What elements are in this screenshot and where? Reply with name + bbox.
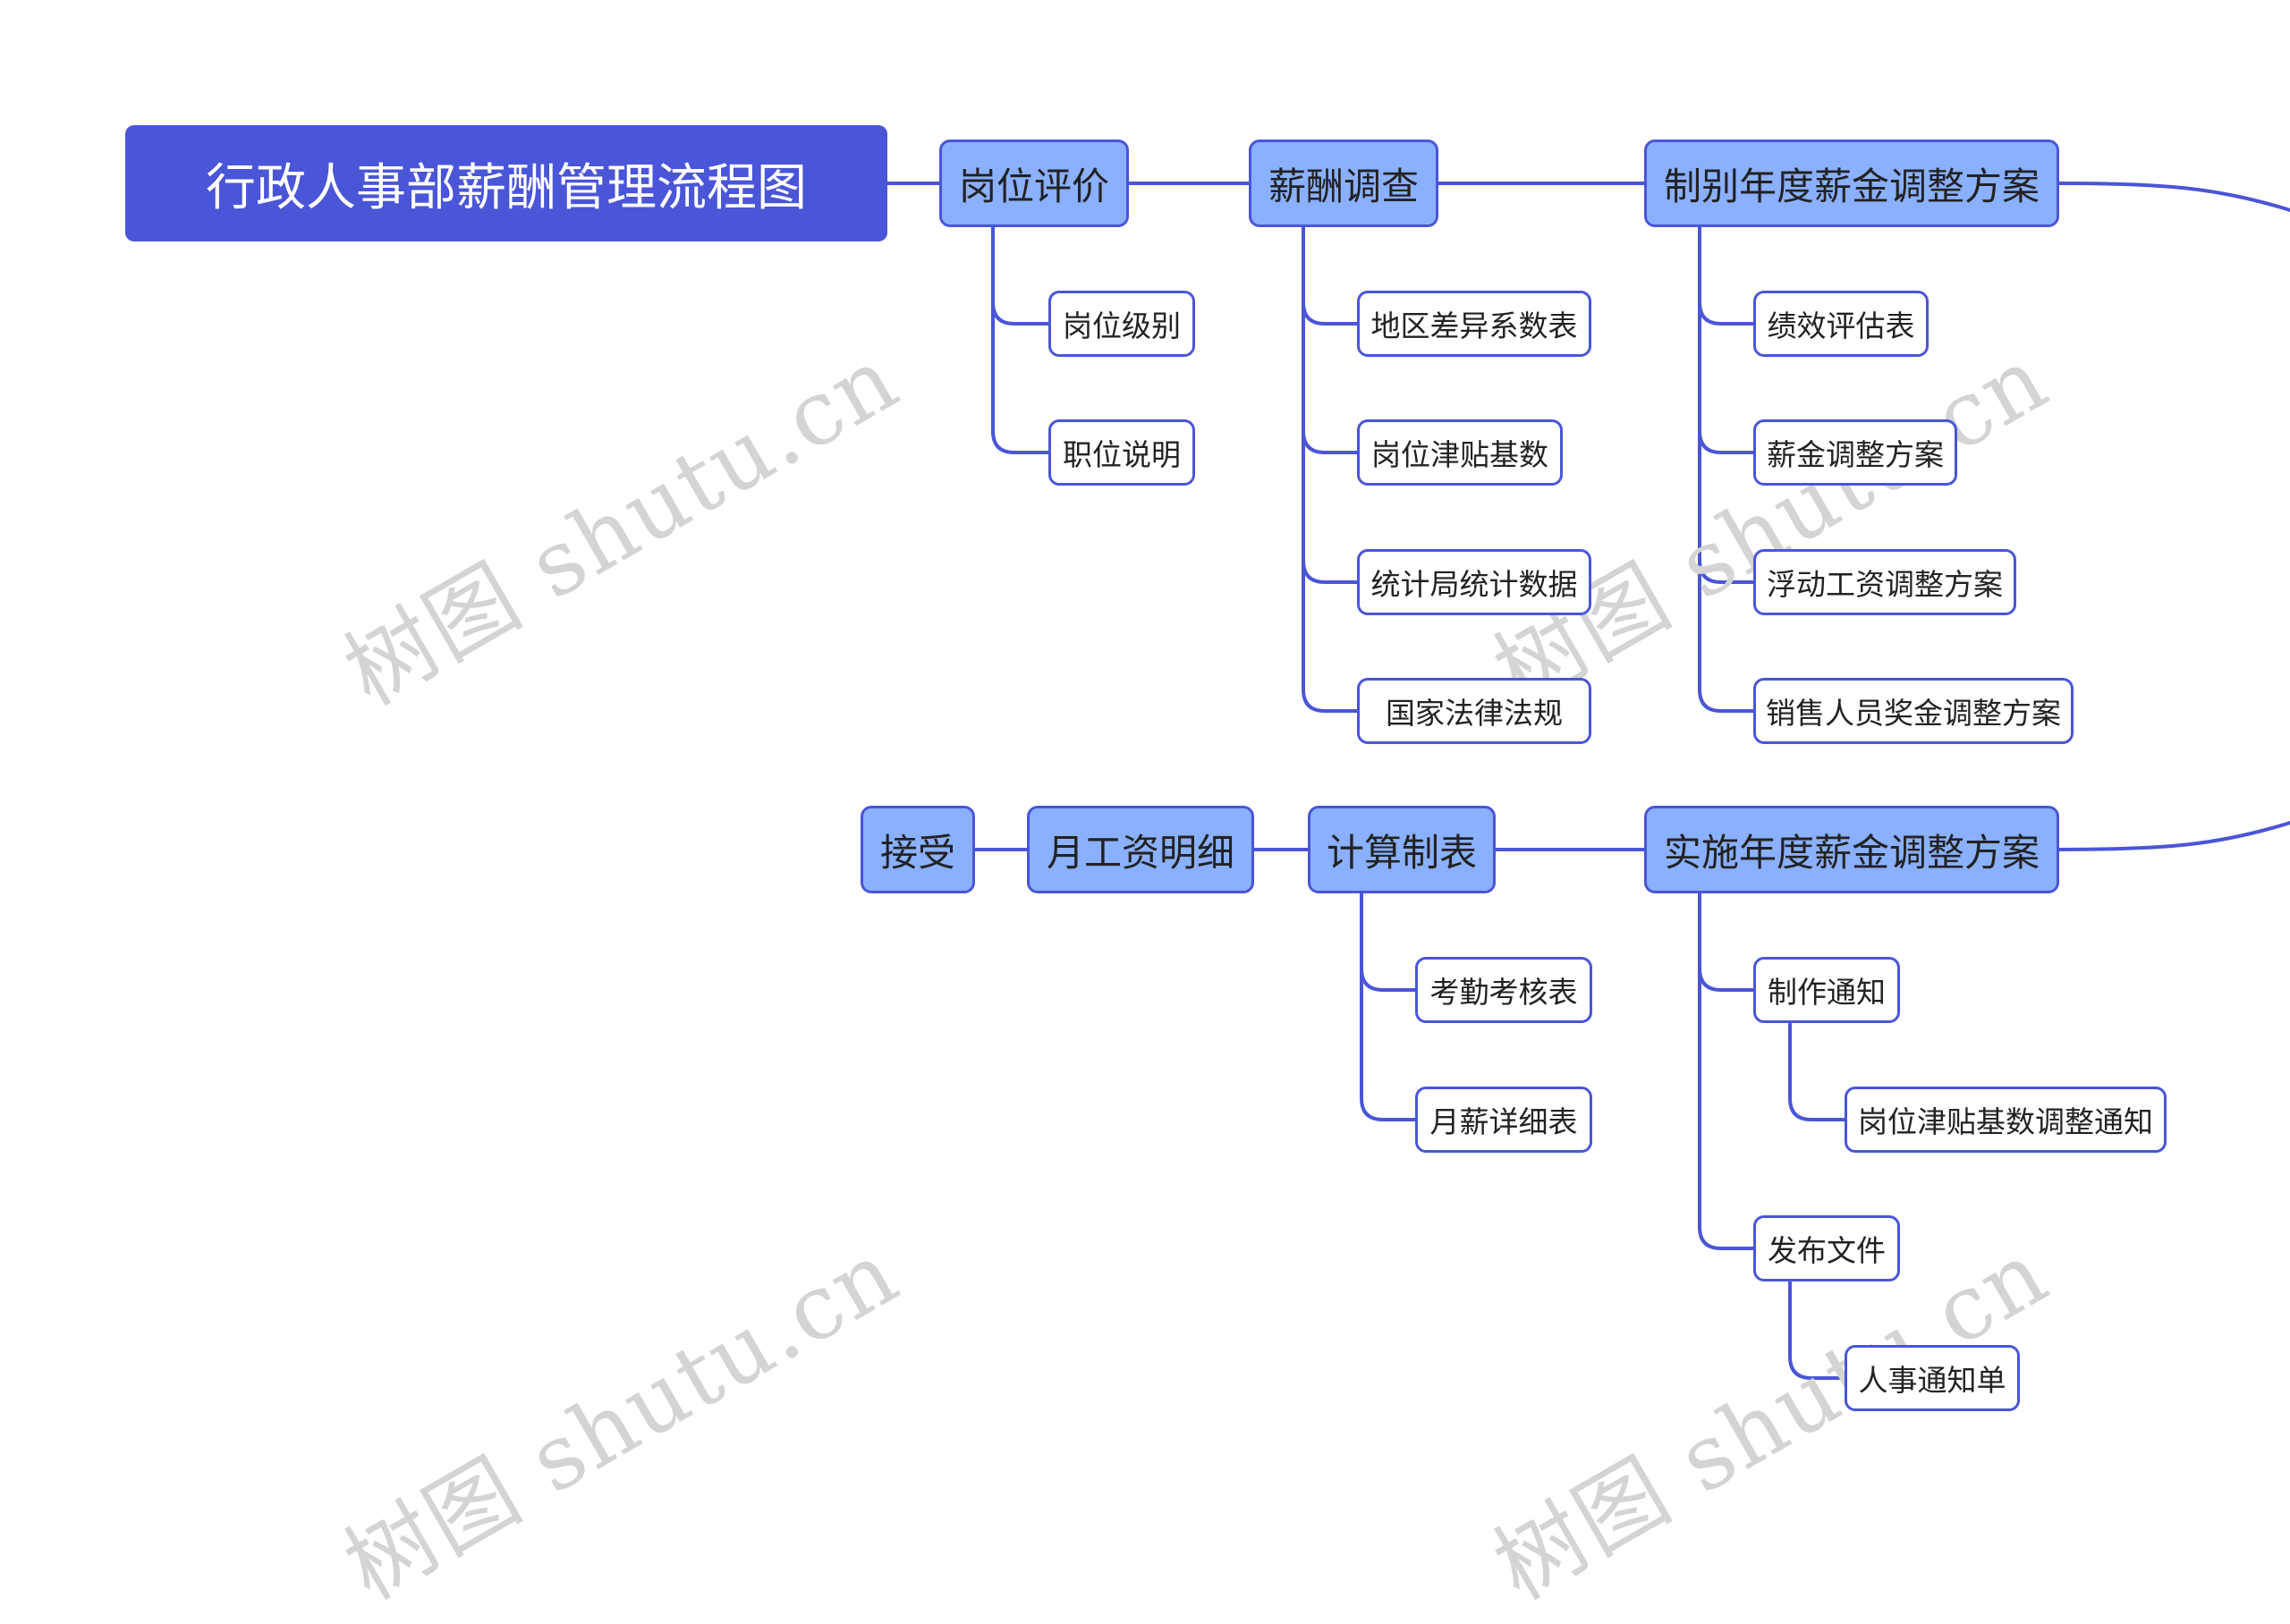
leaf-fabu-wenjian[interactable]: 发布文件: [1753, 1215, 1900, 1281]
node-jieshou[interactable]: 接受: [861, 806, 975, 893]
leaf-gangwei-jintie[interactable]: 岗位津贴基数: [1357, 419, 1563, 486]
connector: [1360, 967, 1417, 1121]
connector: [2057, 182, 2290, 212]
leaf-jintie-tiaozheng-tongzhi[interactable]: 岗位津贴基数调整通知: [1845, 1087, 2167, 1153]
node-yue-gongzi[interactable]: 月工资明细: [1027, 806, 1254, 893]
connector: [1698, 224, 1755, 326]
connector: [991, 224, 1050, 326]
connector: [1698, 559, 1755, 713]
leaf-fudong-gongzi[interactable]: 浮动工资调整方案: [1753, 549, 2016, 615]
leaf-kaoqin[interactable]: 考勤考核表: [1415, 957, 1592, 1023]
connector-lines: [886, 182, 2290, 1380]
leaf-zhizuo-tongzhi[interactable]: 制作通知: [1753, 957, 1900, 1023]
leaf-xinjin-tiaozheng[interactable]: 薪金调整方案: [1753, 419, 1957, 486]
connector: [1788, 1022, 1846, 1121]
leaf-jixiao-pinggu[interactable]: 绩效评估表: [1753, 291, 1929, 357]
connector: [991, 300, 1050, 454]
connector: [1302, 224, 1359, 326]
leaf-yuexin[interactable]: 月薪详细表: [1415, 1087, 1592, 1153]
node-jisuan-zhibiao[interactable]: 计算制表: [1308, 806, 1496, 893]
root-title-node[interactable]: 行政人事部薪酬管理流程图: [125, 125, 887, 241]
node-shishi-fangan[interactable]: 实施年度薪金调整方案: [1644, 806, 2059, 893]
node-xinchou-diaocha[interactable]: 薪酬调查: [1249, 140, 1438, 227]
connector: [1698, 890, 1755, 992]
connector: [1698, 967, 1755, 1250]
node-zhibie-fangan[interactable]: 制别年度薪金调整方案: [1644, 140, 2059, 227]
connector: [2057, 821, 2290, 851]
leaf-tongjiju[interactable]: 统计局统计数据: [1357, 549, 1591, 615]
leaf-gangwei-jibie[interactable]: 岗位级别: [1048, 291, 1195, 357]
leaf-xiaoshou-jiangjin[interactable]: 销售人员奖金调整方案: [1753, 678, 2074, 744]
leaf-renshi-tongzhidan[interactable]: 人事通知单: [1845, 1345, 2020, 1411]
connector: [1302, 559, 1359, 713]
connector: [1360, 890, 1417, 992]
connector: [1788, 1281, 1846, 1380]
node-gangwei-pingjia[interactable]: 岗位评价: [939, 140, 1129, 227]
leaf-diqu-chayi[interactable]: 地区差异系数表: [1357, 291, 1591, 357]
leaf-guojia-falv[interactable]: 国家法律法规: [1357, 678, 1591, 744]
leaf-zhiwei-shuoming[interactable]: 职位说明: [1048, 419, 1195, 486]
